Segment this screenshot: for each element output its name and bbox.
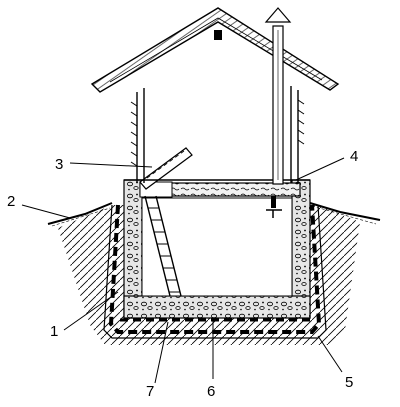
ground-surface-left xyxy=(47,202,113,225)
callout-7: 7 xyxy=(146,383,154,400)
pit-outline xyxy=(103,204,327,339)
callout-4: 4 xyxy=(350,148,358,165)
floor-base xyxy=(123,295,311,319)
callout-2: 2 xyxy=(7,193,15,210)
waterproofing-layer xyxy=(108,204,322,334)
callout-6: 6 xyxy=(207,383,215,400)
leader-lines xyxy=(21,157,345,384)
hatch-lid xyxy=(139,147,193,190)
callout-1: 1 xyxy=(50,323,58,340)
vent-pipe xyxy=(264,7,292,185)
roof xyxy=(90,7,340,93)
roof-ridge-block xyxy=(214,30,222,40)
cellar-interior xyxy=(141,197,293,297)
ladder xyxy=(144,195,182,297)
earth-fill xyxy=(58,205,360,345)
callout-5: 5 xyxy=(345,374,353,391)
callout-3: 3 xyxy=(55,156,63,173)
cellar-vent xyxy=(266,196,282,218)
